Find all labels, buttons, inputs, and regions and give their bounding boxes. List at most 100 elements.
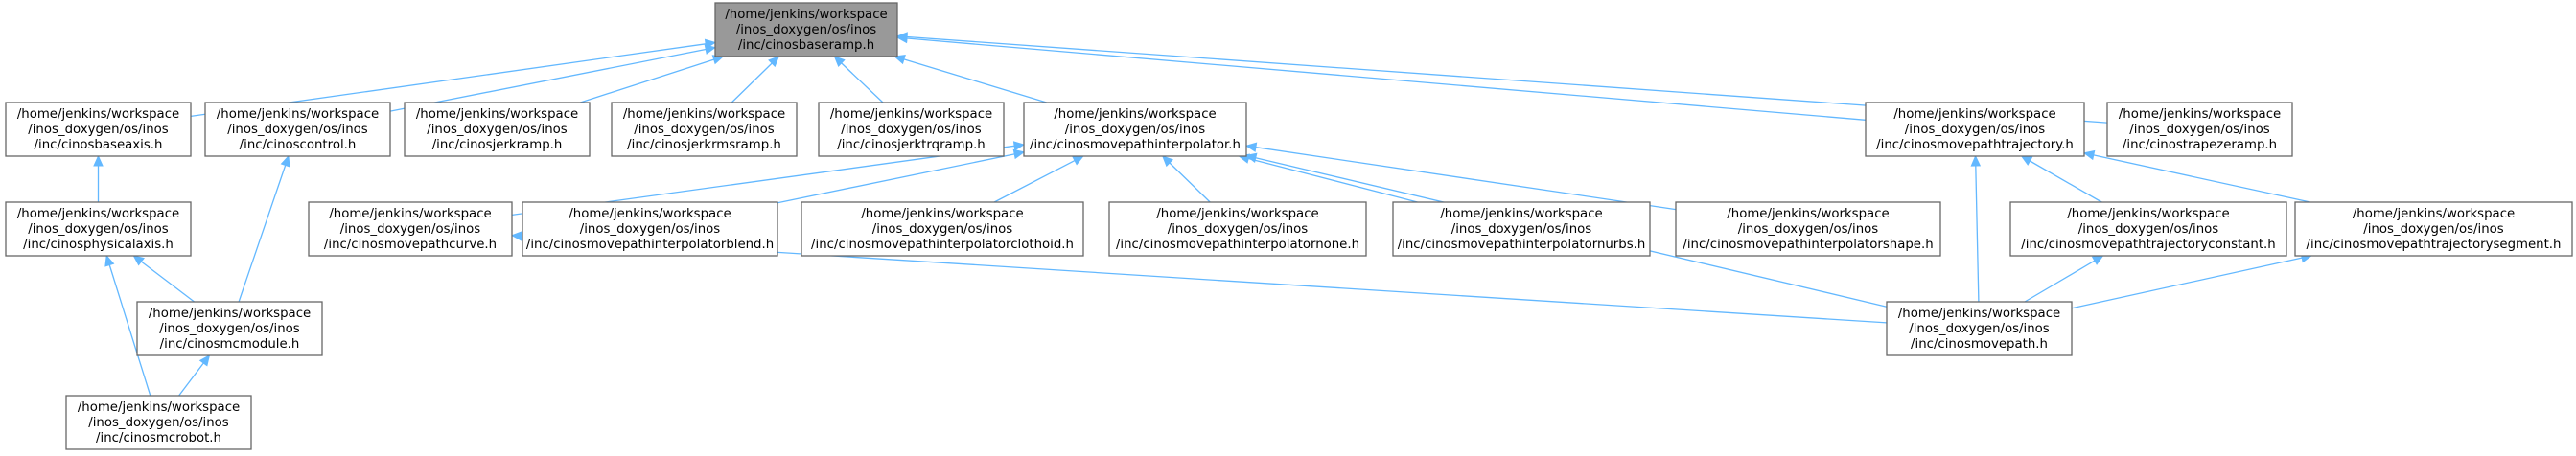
node-control[interactable]: /home/jenkins/workspace/inos_doxygen/os/…	[204, 102, 391, 157]
node-box	[1108, 201, 1367, 257]
arrowhead-interp	[1244, 152, 1258, 163]
node-label-line: /inc/cinosmovepath.h	[1911, 337, 2048, 352]
node-label-line: /inc/cinosmovepathcurve.h	[324, 238, 497, 252]
node-baseramp[interactable]: /home/jenkins/workspace/inos_doxygen/os/…	[714, 2, 898, 57]
edge-mcmodule-to-control	[238, 165, 287, 303]
edge-jerkramp-to-baseramp	[580, 58, 714, 103]
node-label-line: /inos_doxygen/os/inos	[340, 222, 481, 237]
node-jerkramp[interactable]: /home/jenkins/workspace/inos_doxygen/os/…	[404, 102, 591, 157]
edge-mcmodule-to-physicalaxis	[140, 261, 195, 303]
node-label-line: /inc/cinosmovepathtrajectory.h	[1876, 138, 2074, 152]
edge-jerkrmsramp-to-baseramp	[731, 62, 773, 103]
node-label-line: /home/jenkins/workspace	[416, 107, 578, 122]
node-trapezeramp[interactable]: /home/jenkins/workspace/inos_doxygen/os/…	[2106, 102, 2293, 157]
node-label-line: /home/jenkins/workspace	[329, 207, 491, 221]
node-shape[interactable]: /home/jenkins/workspace/inos_doxygen/os/…	[1675, 201, 1941, 257]
arrowhead-baseramp	[895, 32, 908, 42]
node-label-line: /home/jenkins/workspace	[1054, 107, 1216, 122]
node-label-line: /inc/cinosmovepathinterpolatornone.h	[1116, 238, 1359, 252]
node-jerkrmsramp[interactable]: /home/jenkins/workspace/inos_doxygen/os/…	[611, 102, 798, 157]
node-box	[65, 395, 252, 450]
node-box	[136, 301, 323, 356]
arrowhead-interp	[1012, 141, 1026, 151]
node-label-line: /inc/cinosmovepathinterpolatorclothoid.h	[811, 238, 1074, 252]
arrowhead-mcmodule	[198, 354, 211, 367]
node-label-line: /inos_doxygen/os/inos	[2363, 222, 2504, 237]
edge-trajseg-to-trajectory	[2093, 154, 2310, 203]
node-label-line: /home/jenkins/workspace	[78, 400, 240, 415]
node-label-line: /inos_doxygen/os/inos	[427, 123, 568, 137]
node-label-line: /inos_doxygen/os/inos	[1738, 222, 1879, 237]
node-none[interactable]: /home/jenkins/workspace/inos_doxygen/os/…	[1108, 201, 1367, 257]
arrowhead-interp	[1244, 142, 1258, 152]
node-box	[1886, 301, 2073, 356]
node-label-line: /inos_doxygen/os/inos	[28, 123, 169, 137]
node-trajconst[interactable]: /home/jenkins/workspace/inos_doxygen/os/…	[2009, 201, 2287, 257]
edge-clothoid-to-interp	[993, 160, 1076, 203]
node-nurbs[interactable]: /home/jenkins/workspace/inos_doxygen/os/…	[1392, 201, 1651, 257]
node-label-line: /inos_doxygen/os/inos	[1451, 222, 1592, 237]
node-box	[1392, 201, 1651, 257]
node-label-line: /home/jenkins/workspace	[2353, 207, 2515, 221]
arrowhead-interp	[1012, 148, 1026, 160]
arrowhead-trajectory	[2020, 155, 2033, 166]
node-label-line: /inc/cinosjerktrqramp.h	[837, 138, 985, 152]
node-label-line: /inc/cinosmcmodule.h	[160, 337, 300, 352]
arrowhead-physicalaxis	[132, 255, 145, 266]
arrowhead-baseramp	[833, 56, 846, 68]
node-label-line: /inc/cinosmovepathinterpolatornurbs.h	[1398, 238, 1646, 252]
arrowhead-baseramp	[768, 56, 780, 68]
node-label-line: /inc/cinosmovepathinterpolatorshape.h	[1683, 238, 1933, 252]
node-physicalaxis[interactable]: /home/jenkins/workspace/inos_doxygen/os/…	[5, 201, 192, 257]
node-label-line: /inos_doxygen/os/inos	[1065, 123, 1206, 137]
node-box	[2106, 102, 2293, 157]
edge-trajectory-to-baseramp	[906, 37, 1867, 121]
node-label-line: /inos_doxygen/os/inos	[634, 123, 775, 137]
arrowhead-control	[280, 154, 290, 168]
node-label-line: /home/jenkins/workspace	[17, 107, 179, 122]
edge-control-to-baseramp	[389, 48, 707, 112]
node-label-line: /inc/cinosmovepathinterpolator.h	[1030, 138, 1241, 152]
node-label-line: /inc/cinosmovepathtrajectoryconstant.h	[2021, 238, 2275, 252]
node-box	[2009, 201, 2287, 257]
node-mcmodule[interactable]: /home/jenkins/workspace/inos_doxygen/os/…	[136, 301, 323, 356]
node-label-line: /inc/cinosmovepathinterpolatorblend.h	[526, 238, 774, 252]
node-blend[interactable]: /home/jenkins/workspace/inos_doxygen/os/…	[522, 201, 778, 257]
node-label-line: /inos_doxygen/os/inos	[580, 222, 721, 237]
edge-mcrobot-to-physicalaxis	[108, 264, 151, 397]
node-label-line: /home/jenkins/workspace	[2067, 207, 2229, 221]
arrowhead-curve	[510, 231, 522, 241]
node-label-line: /inc/cinostrapezeramp.h	[2123, 138, 2277, 152]
node-label-line: /inos_doxygen/os/inos	[88, 416, 229, 430]
node-trajectory[interactable]: /home/jenkins/workspace/inos_doxygen/os/…	[1865, 102, 2085, 157]
node-label-line: /inos_doxygen/os/inos	[227, 123, 368, 137]
node-mcrobot[interactable]: /home/jenkins/workspace/inos_doxygen/os/…	[65, 395, 252, 450]
node-clothoid[interactable]: /home/jenkins/workspace/inos_doxygen/os/…	[801, 201, 1084, 257]
node-curve[interactable]: /home/jenkins/workspace/inos_doxygen/os/…	[308, 201, 513, 257]
edge-movepath-to-trajectory	[1975, 165, 1980, 303]
node-trajseg[interactable]: /home/jenkins/workspace/inos_doxygen/os/…	[2294, 201, 2573, 257]
edge-none-to-interp	[1169, 162, 1211, 203]
edge-jerktrqramp-to-baseramp	[841, 62, 884, 103]
node-label-line: /home/jenkins/workspace	[623, 107, 785, 122]
arrowhead-baseaxis	[93, 154, 104, 167]
edge-shape-to-interp	[1255, 147, 1677, 211]
node-interp[interactable]: /home/jenkins/workspace/inos_doxygen/os/…	[1023, 102, 1247, 157]
node-movepath[interactable]: /home/jenkins/workspace/inos_doxygen/os/…	[1886, 301, 2073, 356]
node-label-line: /home/jenkins/workspace	[1156, 207, 1318, 221]
node-label-line: /inos_doxygen/os/inos	[1909, 322, 2050, 336]
node-label-line: /inc/cinosmovepathtrajectorysegment.h	[2307, 238, 2562, 252]
node-box	[308, 201, 513, 257]
node-jerktrqramp[interactable]: /home/jenkins/workspace/inos_doxygen/os/…	[818, 102, 1005, 157]
node-label-line: /home/jenkins/workspace	[861, 207, 1023, 221]
node-label-line: /inc/cinosjerkrmsramp.h	[627, 138, 781, 152]
node-label-line: /inos_doxygen/os/inos	[28, 222, 169, 237]
node-label-line: /inos_doxygen/os/inos	[159, 322, 300, 336]
node-box	[611, 102, 798, 157]
node-baseaxis[interactable]: /home/jenkins/workspace/inos_doxygen/os/…	[5, 102, 192, 157]
node-label-line: /inc/cinosjerkramp.h	[432, 138, 563, 152]
arrowhead-interp	[1072, 155, 1084, 166]
node-box	[5, 201, 192, 257]
node-label-line: /inos_doxygen/os/inos	[1168, 222, 1309, 237]
